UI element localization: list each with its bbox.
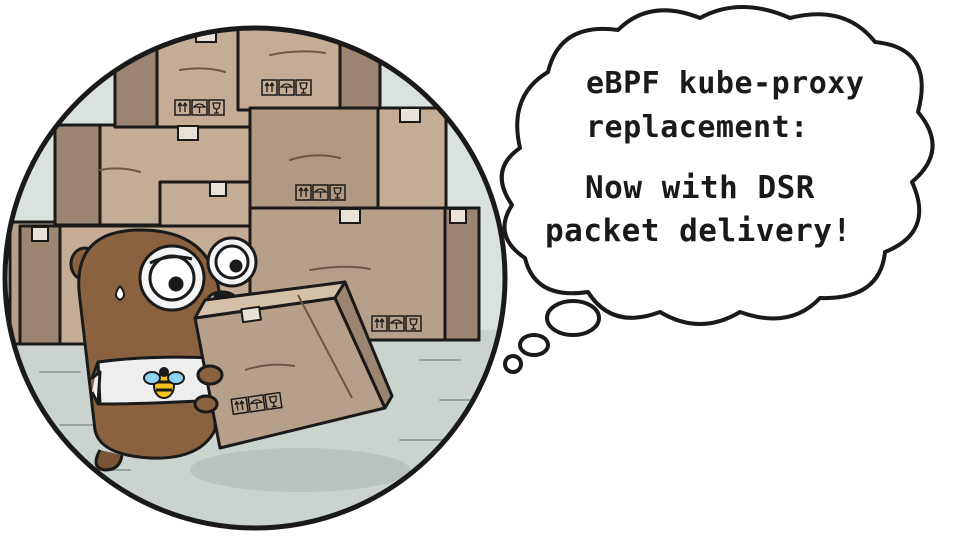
carried-box — [193, 280, 394, 450]
thought-dot-medium — [518, 333, 550, 357]
warehouse-scene — [2, 25, 508, 531]
vignette-border — [2, 25, 508, 531]
bubble-text-line-2: replacement: — [586, 110, 809, 145]
stacked-boxes — [8, 28, 481, 346]
thought-dot-small — [503, 354, 523, 374]
bubble-text-line-3: Now with DSR — [585, 170, 815, 206]
bee-icon — [143, 367, 185, 399]
thought-dot-large — [545, 299, 601, 337]
bubble-text-line-1: eBPF kube-proxy — [586, 66, 865, 101]
shadow — [190, 448, 410, 492]
bubble-text-line-4: packet delivery! — [545, 213, 852, 249]
thought-bubble — [499, 5, 935, 374]
